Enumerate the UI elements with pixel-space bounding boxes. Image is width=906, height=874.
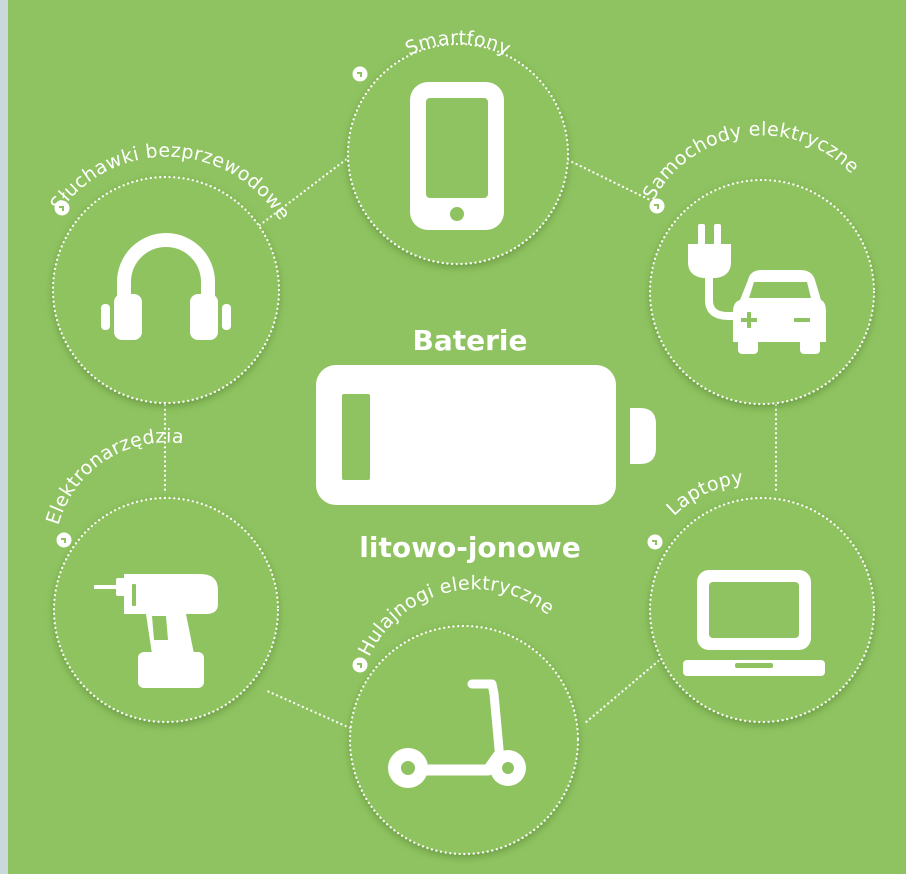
battery-icon xyxy=(316,365,656,505)
smartphone-icon xyxy=(410,82,504,230)
arrow-bullet-icon xyxy=(56,532,72,548)
center-title-bottom: litowo-jonowe xyxy=(359,531,580,564)
link-head-smart xyxy=(254,156,350,230)
electric-car-plug-icon xyxy=(688,224,826,354)
laptop-icon xyxy=(683,570,825,676)
headphones-icon xyxy=(101,233,231,340)
arrow-bullet-icon xyxy=(352,66,368,82)
arrow-bullet-icon xyxy=(649,198,665,214)
link-scoot-tools xyxy=(263,688,352,730)
scooter-icon xyxy=(388,679,526,788)
arrow-bullet-icon xyxy=(647,534,663,550)
center-title-top: Baterie xyxy=(412,324,527,357)
node-ring-headphones xyxy=(51,175,281,405)
arrow-bullet-icon xyxy=(352,657,368,673)
arrow-bullet-icon xyxy=(54,200,70,216)
link-smart-cars xyxy=(566,158,652,202)
connector-lines xyxy=(163,156,778,730)
link-laptop-scoot xyxy=(583,656,664,725)
drill-icon xyxy=(94,574,218,688)
node-ring-scooters xyxy=(348,624,580,856)
